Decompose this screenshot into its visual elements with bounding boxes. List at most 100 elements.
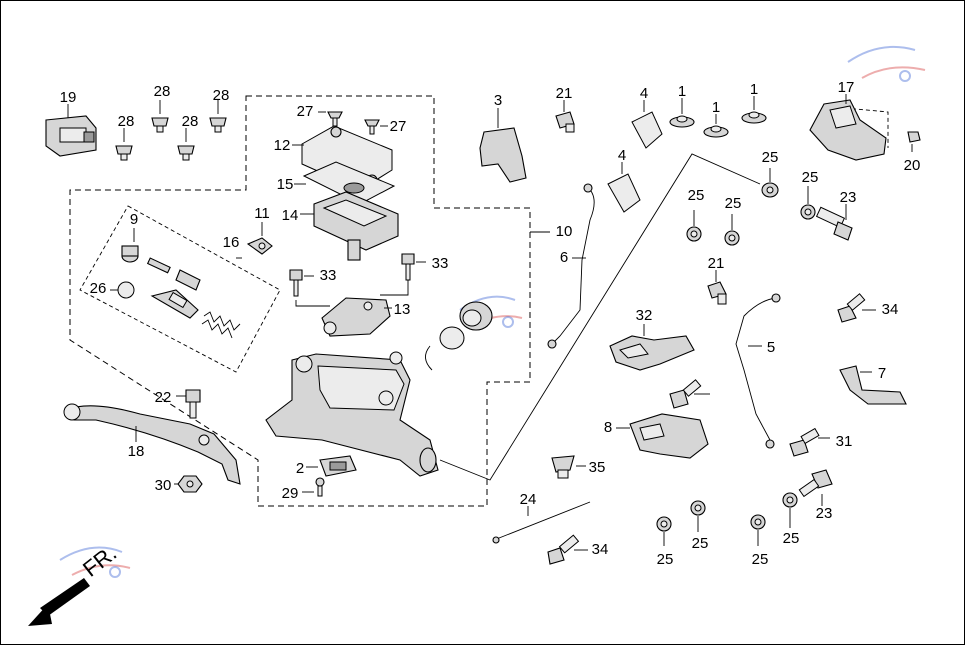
callout-number: 23 — [840, 189, 857, 206]
callout-number: 18 — [128, 443, 145, 460]
front-direction-arrow-icon — [28, 578, 90, 626]
leader-13 — [295, 280, 409, 307]
washer-25-a — [761, 168, 779, 198]
callout-number: 6 — [560, 249, 568, 266]
callout-number: 25 — [692, 535, 709, 552]
clip-11 — [246, 222, 273, 255]
callout-number: 4 — [618, 147, 626, 164]
callout-number: 29 — [282, 485, 299, 502]
callout-number: 19 — [60, 89, 77, 106]
callout-number: 34 — [882, 301, 899, 318]
callout-number: 28 — [154, 83, 171, 100]
bolt-23-lower — [798, 469, 833, 506]
bolt-33-left — [289, 269, 314, 297]
callout-number: 26 — [90, 280, 107, 297]
brake-hose-6 — [547, 183, 595, 349]
callout-number: 4 — [640, 85, 648, 102]
master-cylinder-body — [265, 351, 439, 477]
callout-number: 34 — [592, 541, 609, 558]
callout-number: 2 — [296, 460, 304, 477]
callout-number: 12 — [274, 137, 291, 154]
grommet-1-c — [741, 96, 767, 124]
callout-number: 8 — [604, 419, 612, 436]
watermark-logo-bottom-left — [59, 546, 131, 578]
bracket-17-outline — [844, 107, 889, 148]
callout-number: 21 — [556, 85, 573, 102]
callout-number: 30 — [155, 477, 172, 494]
handlebar-clamp-13 — [321, 297, 392, 337]
screw-28-c — [177, 128, 195, 161]
piston-assembly — [150, 289, 199, 319]
bolt-23-upper — [815, 204, 853, 241]
piston-cup-9 — [121, 228, 139, 263]
bolt-31 — [789, 427, 830, 457]
bracket-8 — [616, 413, 709, 459]
callout-number: 24 — [520, 491, 537, 508]
callout-number: 27 — [390, 118, 407, 135]
nut-20 — [907, 131, 921, 152]
callout-number: 32 — [636, 307, 653, 324]
dust-boot — [425, 301, 493, 371]
callout-number: 3 — [494, 92, 502, 109]
grommet-1-a — [669, 98, 695, 128]
reservoir-body-14 — [300, 191, 399, 261]
callout-number: 25 — [762, 149, 779, 166]
brake-switch-2 — [306, 455, 357, 477]
callout-number: 9 — [130, 211, 138, 228]
brake-hose-5 — [735, 293, 781, 449]
callout-number: 7 — [878, 365, 886, 382]
piston-rod-16 — [146, 257, 242, 291]
callout-number: 20 — [904, 157, 921, 174]
callout-number: 1 — [678, 83, 686, 100]
bolt-33-right — [401, 253, 426, 281]
nut-30 — [174, 475, 203, 493]
callout-number: 1 — [750, 81, 758, 98]
callout-number: 14 — [282, 207, 299, 224]
callout-number: 25 — [688, 187, 705, 204]
callout-number: 28 — [213, 87, 230, 104]
callout-number: 13 — [394, 301, 411, 318]
screw-27-b — [364, 119, 388, 135]
washer-25-d — [800, 186, 816, 220]
spring — [201, 311, 241, 339]
washer-25-h — [782, 492, 798, 528]
callout-number: 25 — [725, 195, 742, 212]
watermark-logo-top-right — [847, 45, 926, 82]
screw-28-d — [209, 100, 227, 133]
callout-number: 15 — [277, 176, 294, 193]
callout-number: 31 — [836, 433, 853, 450]
bolt-34-bottom — [547, 534, 588, 565]
callout-number: 21 — [708, 255, 725, 272]
hose-clip-4-lower — [607, 162, 641, 213]
callout-number: 28 — [118, 113, 135, 130]
master-cylinder-group-outline — [69, 95, 531, 507]
washer-25-b — [686, 210, 702, 242]
bolt-21-top — [555, 100, 575, 133]
callout-number: 33 — [320, 267, 337, 284]
callout-number: 35 — [589, 459, 606, 476]
screw-28-b — [115, 128, 133, 161]
callout-number: 11 — [254, 205, 270, 222]
cable-tie-24 — [492, 501, 591, 544]
bracket-17 — [809, 94, 887, 161]
callout-number: 5 — [767, 339, 775, 356]
callout-number: 10 — [556, 223, 573, 240]
callout-number: 28 — [182, 113, 199, 130]
bolt-34-mid — [669, 379, 710, 409]
bolt-21-mid — [707, 270, 727, 305]
callout-number: 27 — [297, 103, 314, 120]
washer-25-g — [750, 514, 766, 546]
hose-clamp-32 — [609, 324, 695, 371]
callout-number: 17 — [838, 79, 855, 96]
leader-10-to-cylinder — [439, 153, 761, 481]
callout-number: 16 — [223, 234, 240, 251]
cap-35 — [551, 455, 586, 479]
brake-lever-18 — [63, 403, 241, 485]
bolt-34-right — [837, 293, 876, 323]
piston-kit-group-outline — [79, 205, 281, 373]
switch-housing-19 — [45, 104, 97, 157]
callout-number: 25 — [802, 169, 819, 186]
circlip-26 — [110, 281, 135, 299]
